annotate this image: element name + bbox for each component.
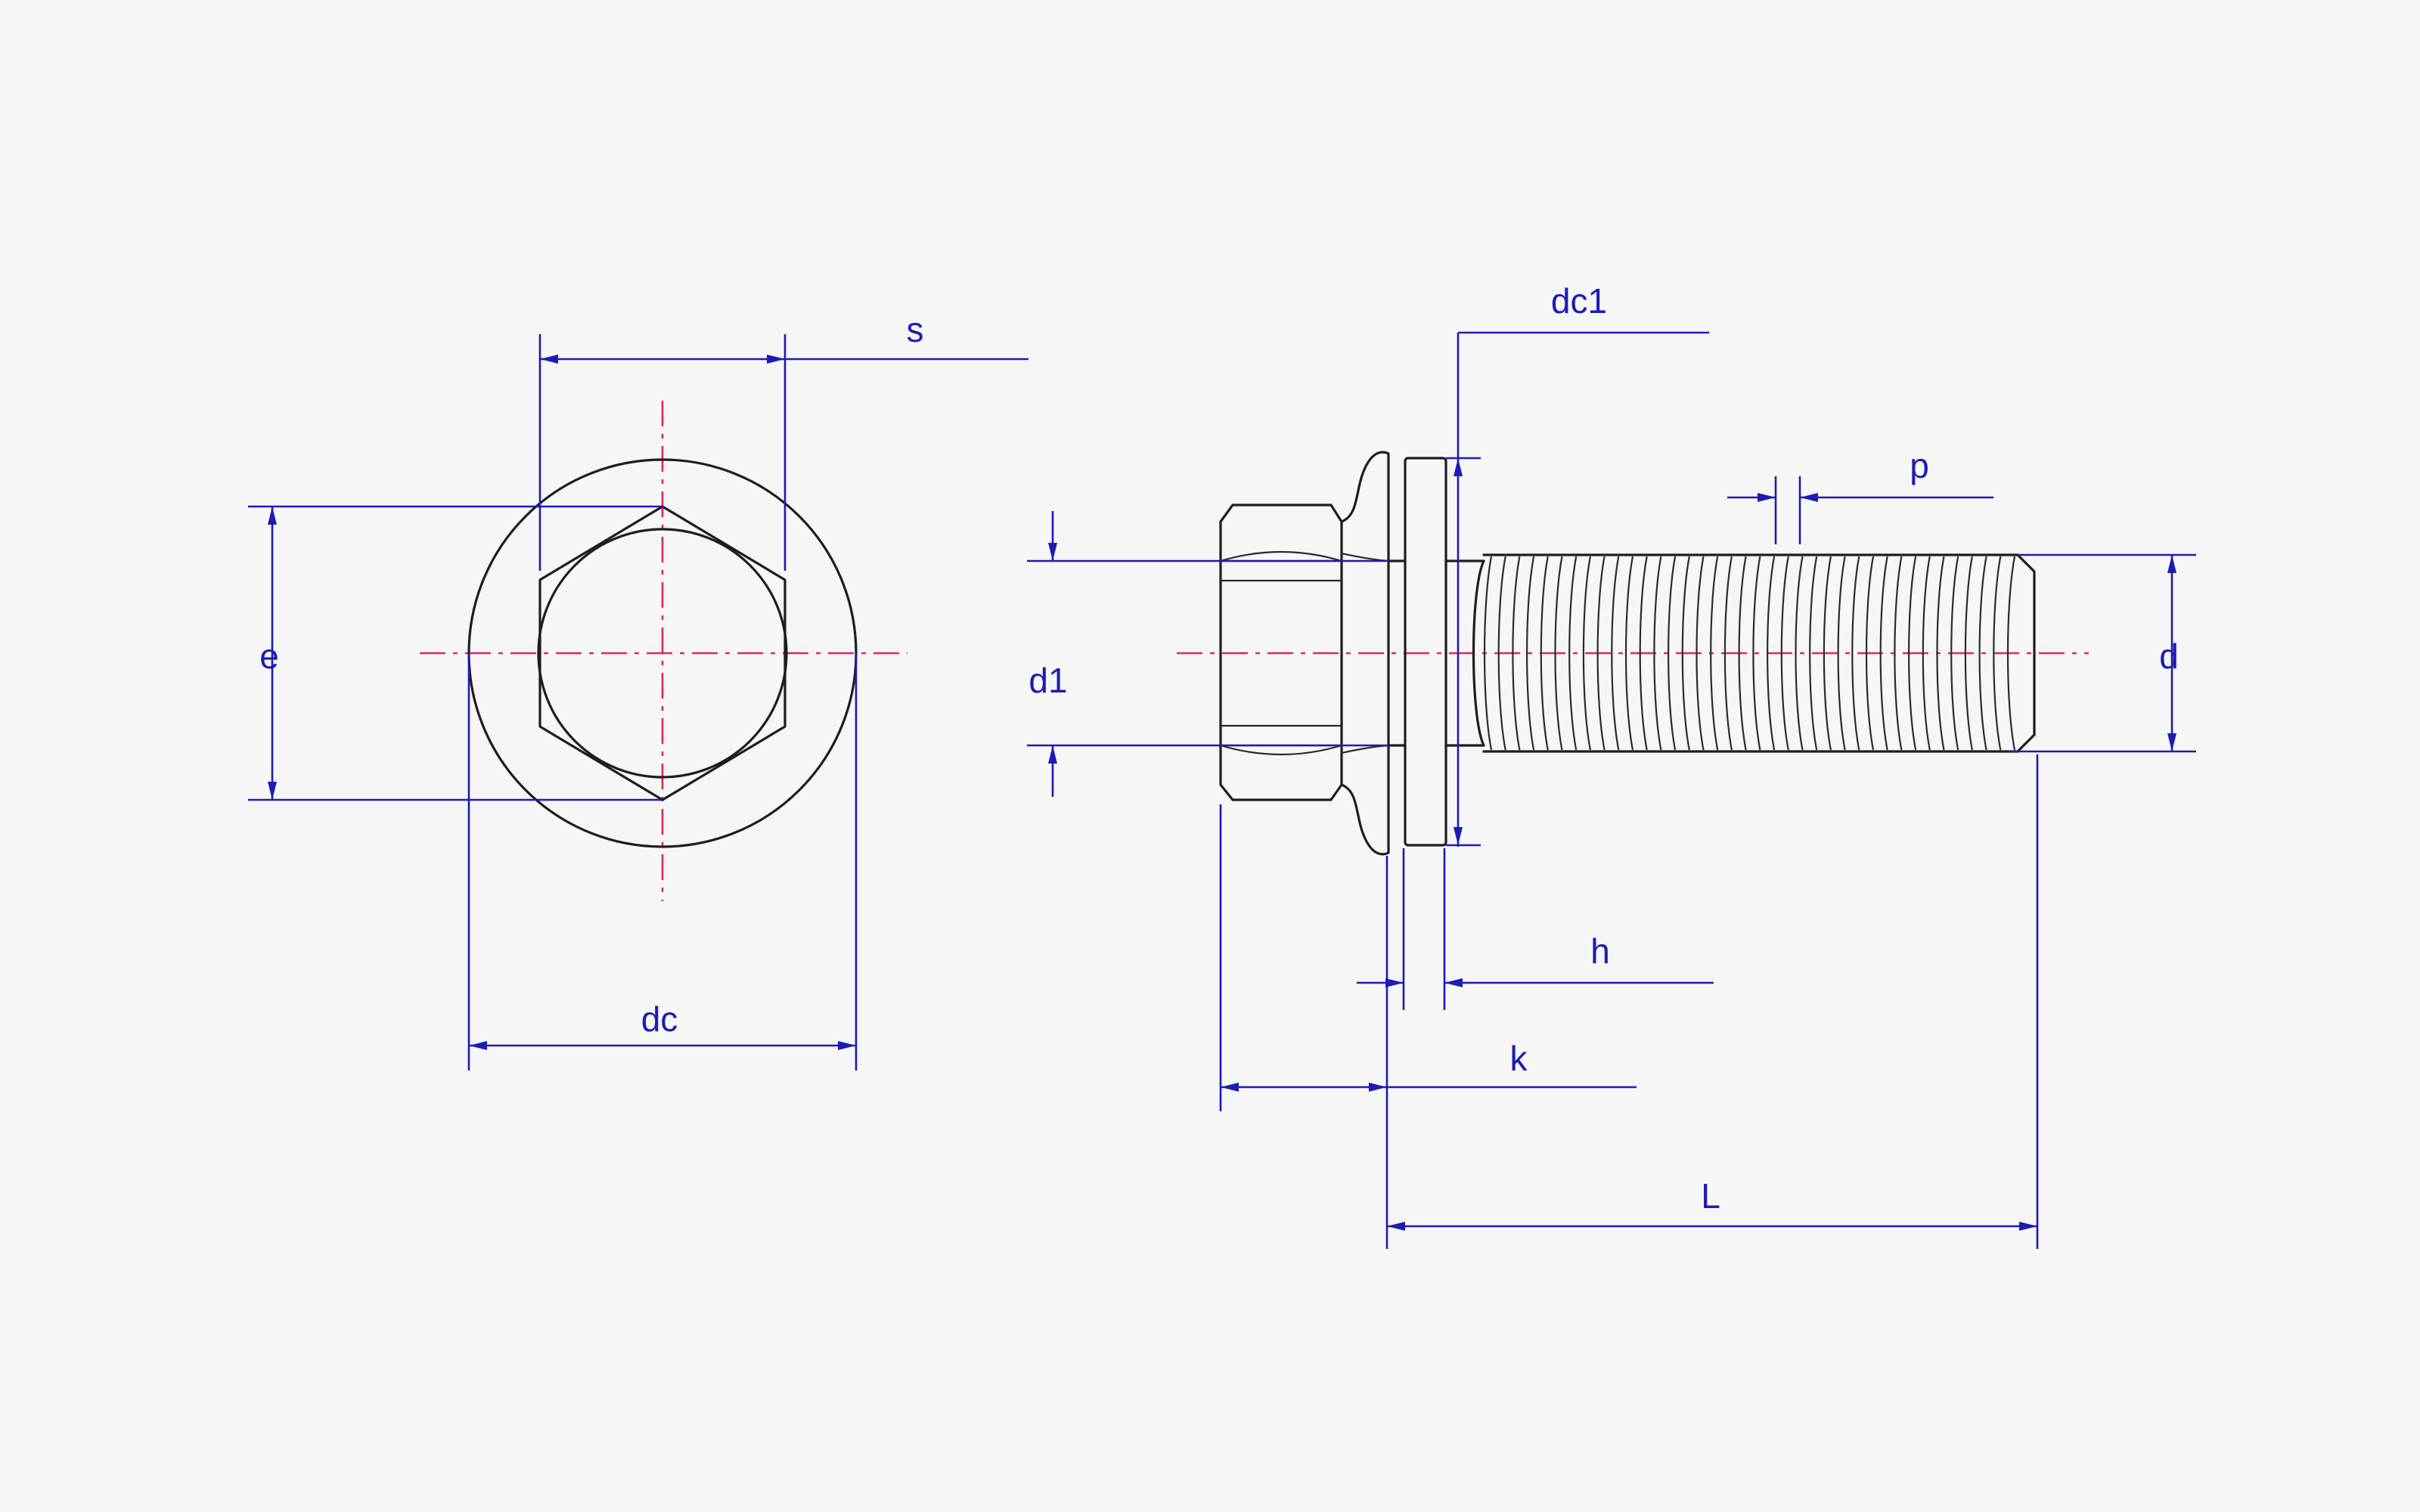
- label-dc1: dc1: [1551, 281, 1607, 321]
- dimension-d: d: [2009, 553, 2196, 753]
- thread-crest: [1823, 556, 1832, 751]
- thread-crest: [1767, 556, 1776, 751]
- thread-crest: [1611, 556, 1620, 751]
- label-d: d: [2159, 637, 2179, 676]
- label-d1: d1: [1028, 661, 1067, 700]
- thread-crest: [1497, 556, 1506, 751]
- thread-crest: [1696, 556, 1705, 751]
- thread-crest: [1865, 556, 1875, 751]
- dimension-s: s: [538, 310, 1028, 571]
- thread-crest: [1809, 556, 1818, 751]
- dimension-p: p: [1727, 446, 1993, 544]
- thread-crest: [1964, 556, 1973, 751]
- thread-crest: [1554, 556, 1563, 751]
- thread-crest: [1851, 556, 1860, 751]
- thread-crest: [1710, 556, 1719, 751]
- label-dc: dc: [641, 999, 678, 1039]
- thread-crest: [1894, 556, 1903, 751]
- thread-crest: [1922, 556, 1931, 751]
- dimension-dc1: dc1: [1446, 281, 1709, 847]
- thread-crest: [1738, 556, 1747, 751]
- thread-crest: [1568, 556, 1578, 751]
- thread-crest: [1723, 556, 1733, 751]
- label-p: p: [1910, 446, 1929, 485]
- thread-crest: [1582, 556, 1591, 751]
- end-view: s e dc: [248, 310, 1028, 1070]
- thread-crest: [1624, 556, 1634, 751]
- label-L: L: [1701, 1176, 1720, 1216]
- thread-crest: [1526, 556, 1535, 751]
- thread-crest: [1950, 556, 1959, 751]
- thread-crest: [1540, 556, 1549, 751]
- thread-crest: [1681, 556, 1690, 751]
- thread-crest: [1512, 556, 1521, 751]
- dimension-dc: dc: [467, 653, 858, 1070]
- label-h: h: [1590, 931, 1610, 971]
- thread-crest: [1978, 556, 1987, 751]
- label-e: e: [259, 637, 279, 676]
- thread-crest: [1936, 556, 1945, 751]
- dimension-k: k: [1219, 804, 1637, 1249]
- dimension-e: e: [248, 505, 662, 801]
- inner-circle: [537, 528, 788, 779]
- dimension-d1: d1: [1027, 511, 1388, 797]
- thread-crest: [1752, 556, 1761, 751]
- dimension-h: h: [1357, 848, 1714, 1010]
- threaded-shank: [1387, 553, 2036, 753]
- thread-crest: [1639, 556, 1648, 751]
- thread-crest: [1483, 556, 1493, 751]
- thread-crest: [1879, 556, 1888, 751]
- label-s: s: [907, 310, 924, 349]
- thread-crest: [1653, 556, 1662, 751]
- dimension-L: L: [1387, 754, 2039, 1249]
- thread-crest: [1596, 556, 1606, 751]
- thread-crest: [1780, 556, 1789, 751]
- thread-crest: [1908, 556, 1917, 751]
- thread-crest: [2006, 556, 2016, 751]
- washer: [1404, 457, 1447, 847]
- thread-crest: [1795, 556, 1804, 751]
- thread-crest: [1837, 556, 1846, 751]
- thread-crest: [1993, 556, 2002, 751]
- thread-crest: [1668, 556, 1677, 751]
- side-view: dc1 p d1 d: [1027, 281, 2196, 1249]
- label-k: k: [1510, 1039, 1528, 1078]
- thread-crests: [1483, 556, 2016, 751]
